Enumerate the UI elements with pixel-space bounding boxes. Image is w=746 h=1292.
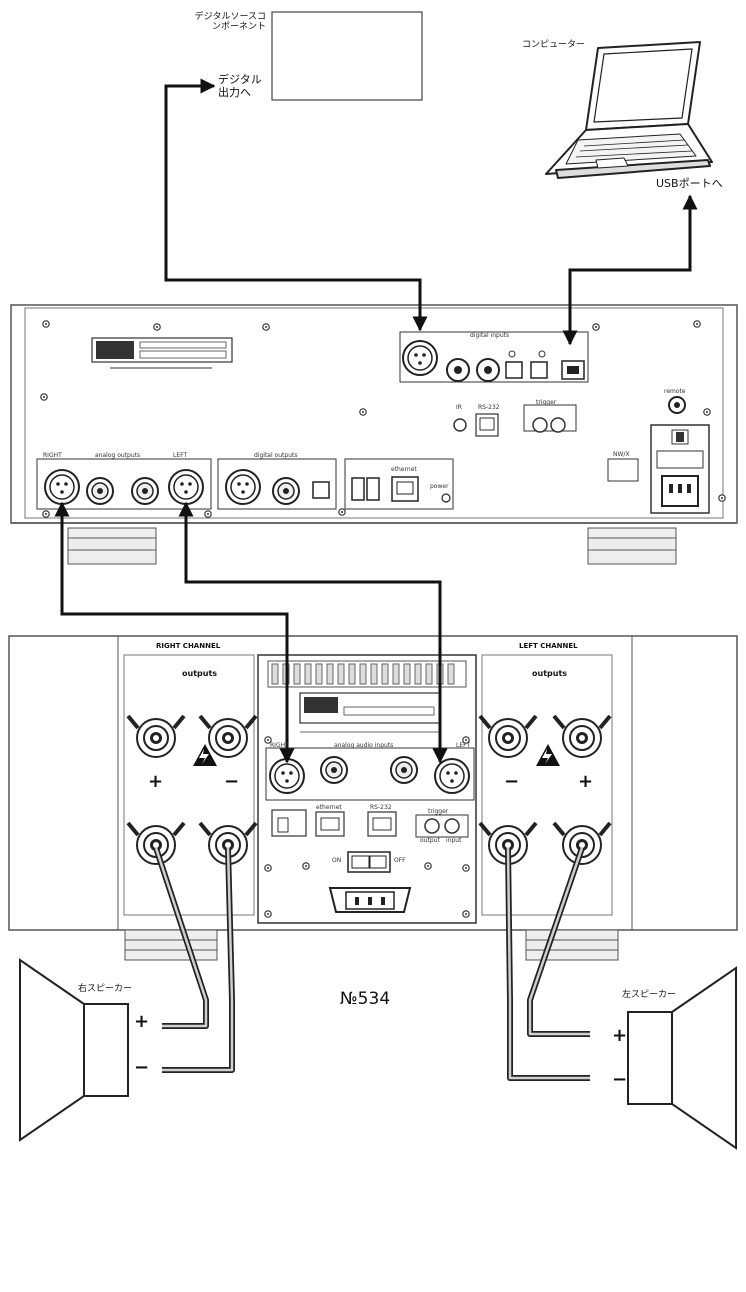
model-number-label: №534 bbox=[340, 989, 391, 1009]
amp-left-in-label: LEFT bbox=[456, 742, 471, 749]
left-speaker-label: 左スピーカー bbox=[622, 990, 677, 1000]
trigger-label: trigger bbox=[536, 399, 557, 406]
power-label: power bbox=[430, 483, 449, 490]
right-out-label: RIGHT bbox=[43, 452, 62, 459]
left-minus-sign: − bbox=[504, 771, 520, 792]
amp-right-in-label: RIGHT bbox=[270, 742, 289, 749]
laptop-icon bbox=[545, 41, 713, 179]
trigger-input-label: input bbox=[446, 837, 462, 844]
left-speaker bbox=[627, 966, 737, 1150]
analog-audio-inputs-label: analog audio inputs bbox=[334, 742, 394, 749]
left-channel-label: LEFT CHANNEL bbox=[519, 642, 578, 650]
right-speaker-label: 右スピーカー bbox=[78, 984, 133, 994]
right-speaker-minus: − bbox=[134, 1057, 150, 1078]
left-plus-sign: + bbox=[578, 771, 594, 792]
right-outputs-label: outputs bbox=[182, 669, 218, 678]
analog-outputs-label: analog outputs bbox=[95, 452, 141, 459]
digital-outputs-label: digital outputs bbox=[254, 452, 298, 459]
switch-off-label: OFF bbox=[394, 857, 406, 864]
version-label: NW/X bbox=[613, 451, 630, 458]
source-rear-panel bbox=[10, 304, 738, 565]
right-channel-label: RIGHT CHANNEL bbox=[156, 642, 221, 650]
amp-trigger-label: trigger bbox=[428, 808, 449, 815]
right-minus-sign: − bbox=[224, 771, 240, 792]
amp-ethernet-label: ethernet bbox=[316, 804, 342, 811]
speaker-wires bbox=[153, 847, 590, 1081]
digital-source-box bbox=[271, 11, 423, 101]
right-speaker bbox=[19, 958, 129, 1142]
amp-rs232-label: RS-232 bbox=[370, 804, 392, 811]
left-outputs-label: outputs bbox=[532, 669, 568, 678]
signal-cables bbox=[54, 78, 698, 764]
rs232-label: RS-232 bbox=[478, 404, 500, 411]
switch-on-label: ON bbox=[332, 857, 342, 864]
ethernet-label: ethernet bbox=[391, 466, 417, 473]
ir-label: IR bbox=[456, 404, 462, 411]
digital-inputs-label: digital inputs bbox=[470, 332, 510, 339]
left-out-label: LEFT bbox=[173, 452, 188, 459]
trigger-output-label: output bbox=[420, 837, 440, 844]
left-speaker-plus: + bbox=[612, 1025, 628, 1046]
right-plus-sign: + bbox=[148, 771, 164, 792]
to-usb-port-label: USBポートへ bbox=[656, 177, 723, 190]
digital-source-label: デジタルソースコ ンポーネント bbox=[194, 12, 266, 33]
computer-label: コンピューター bbox=[522, 40, 586, 50]
to-digital-output-label: デジタル 出力へ bbox=[218, 73, 262, 99]
remote-label: remote bbox=[664, 388, 686, 395]
amplifier-rear-panel bbox=[8, 635, 738, 961]
right-speaker-plus: + bbox=[134, 1011, 150, 1032]
left-speaker-minus: − bbox=[612, 1069, 628, 1090]
